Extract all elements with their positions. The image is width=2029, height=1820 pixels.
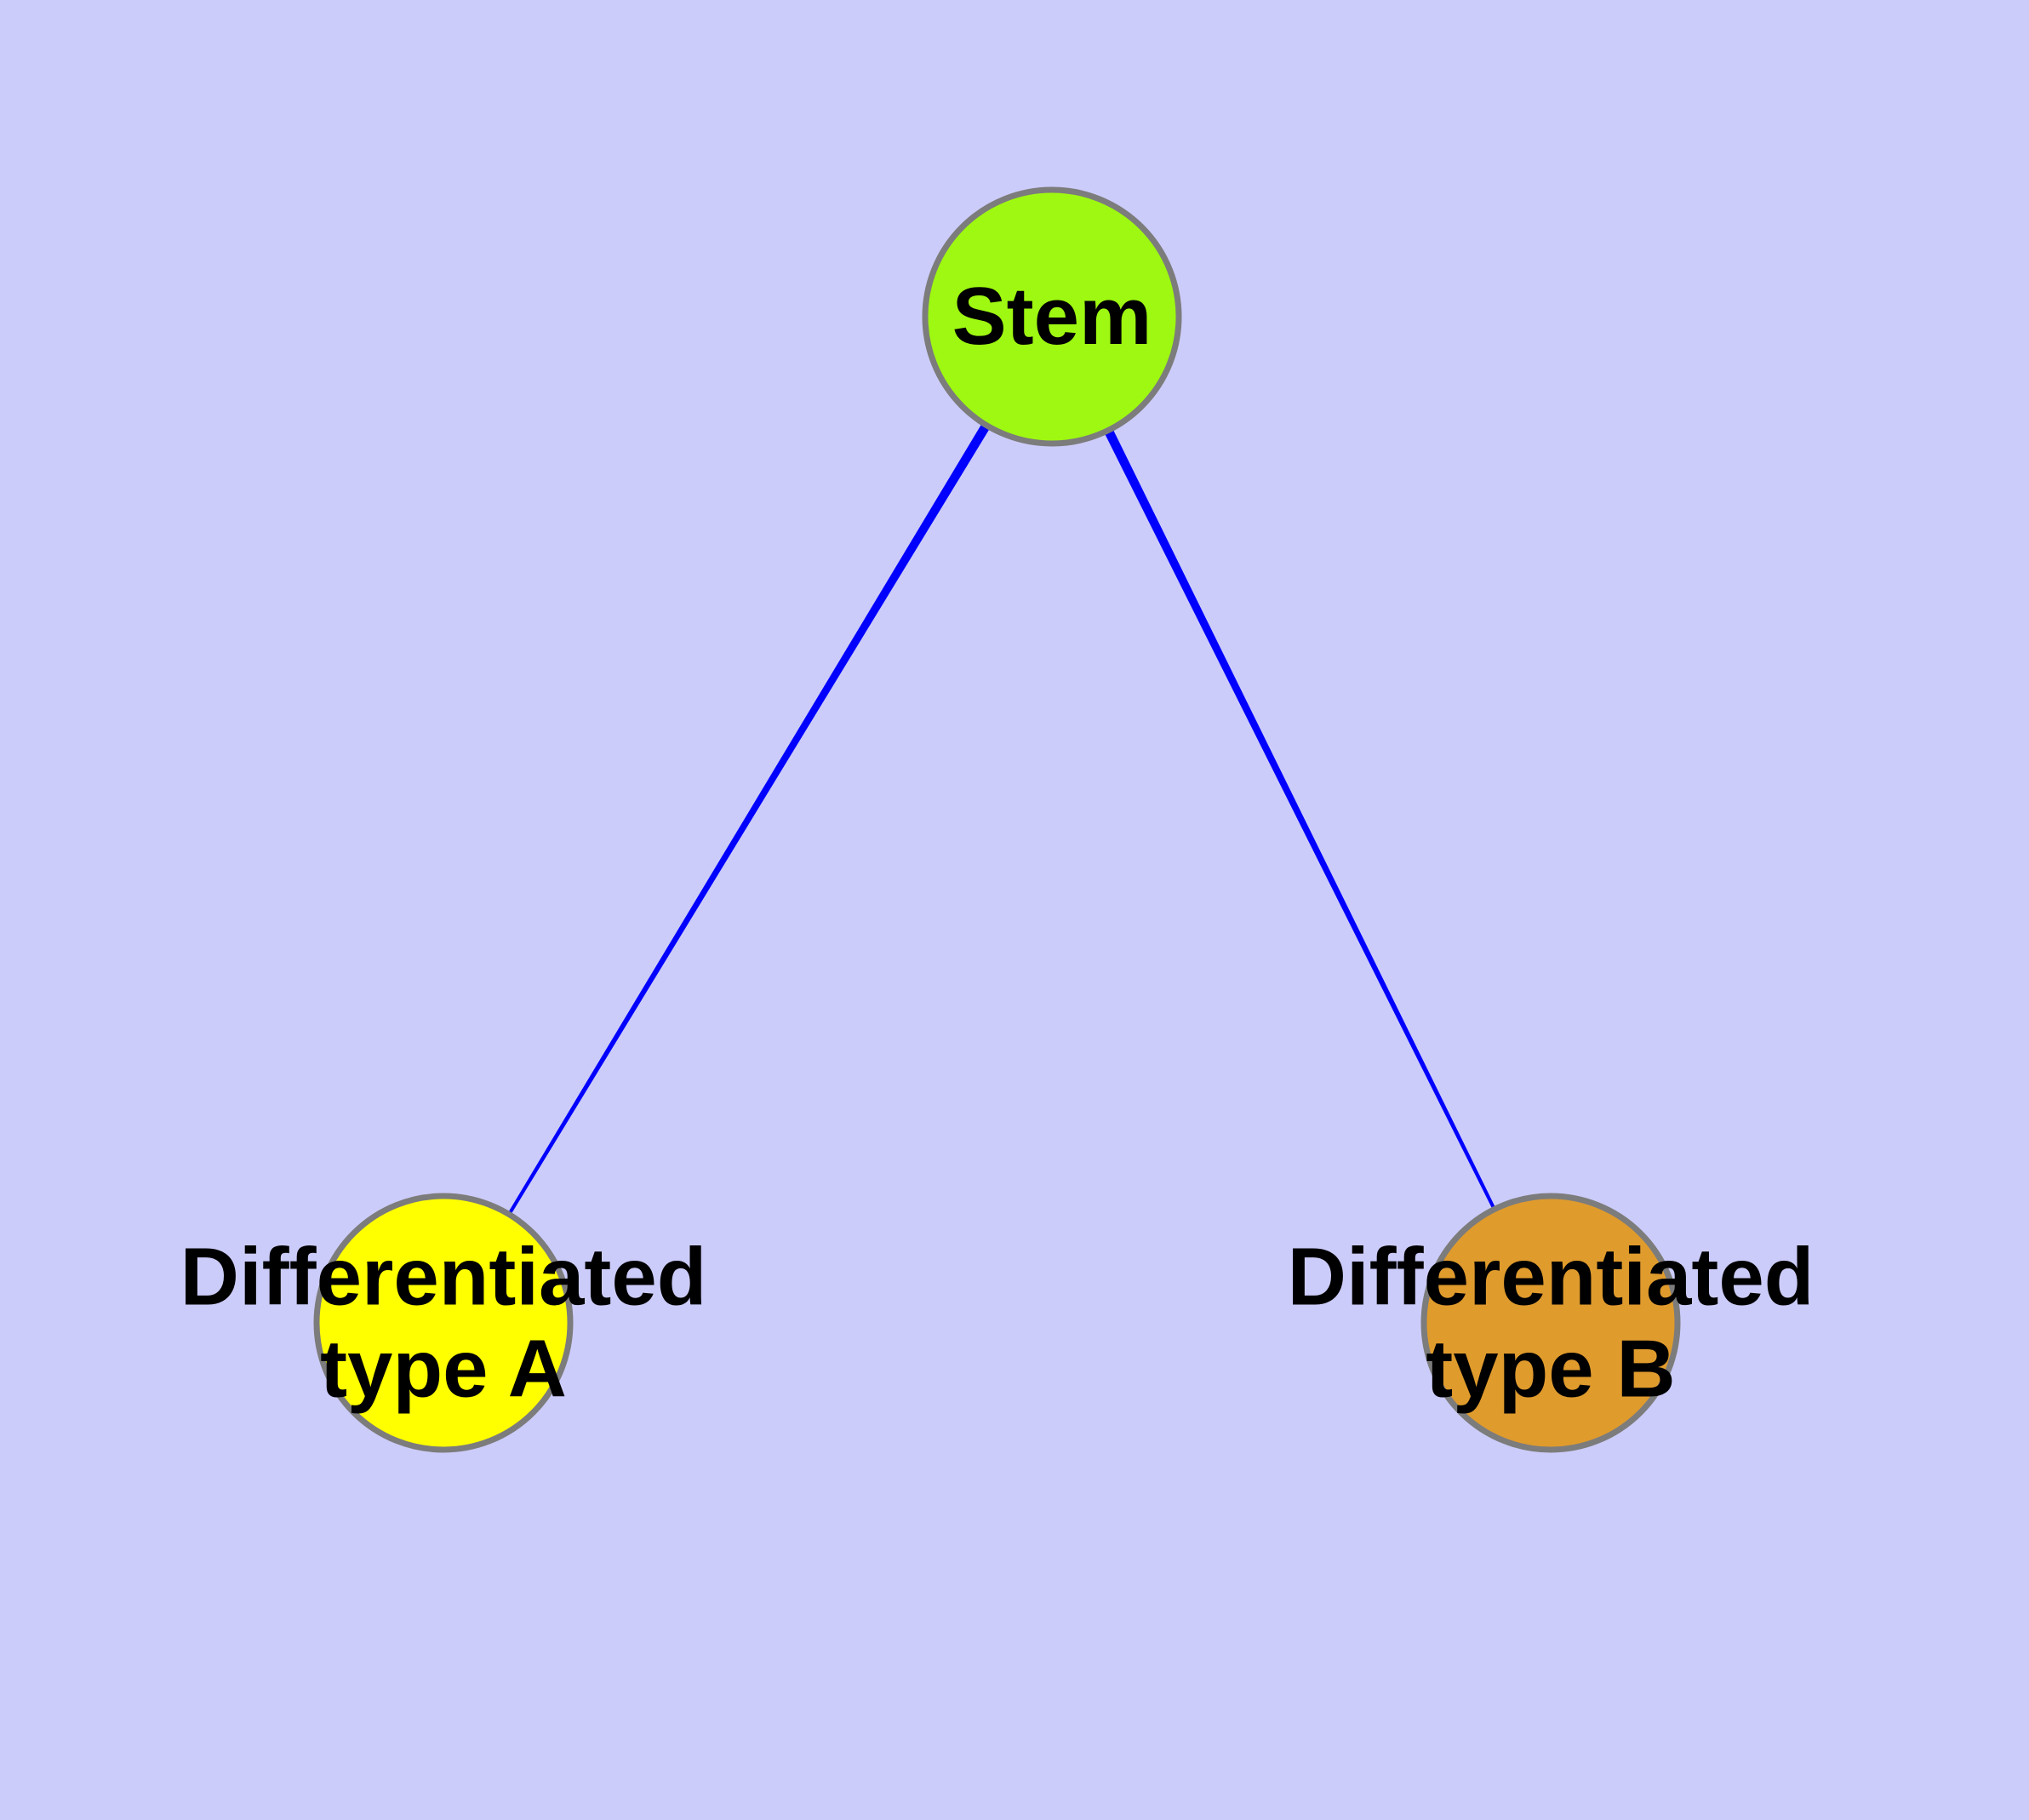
graph-node-stem[interactable] xyxy=(922,186,1182,447)
edge-layer xyxy=(506,420,1498,1218)
graph-edge-stem-to-diff-a[interactable] xyxy=(506,420,992,1218)
graph-node-diff-b[interactable] xyxy=(1420,1193,1681,1453)
node-layer xyxy=(313,186,1681,1453)
graph-edge-stem-to-diff-b[interactable] xyxy=(1102,425,1498,1213)
graph-node-diff-a[interactable] xyxy=(313,1193,574,1453)
